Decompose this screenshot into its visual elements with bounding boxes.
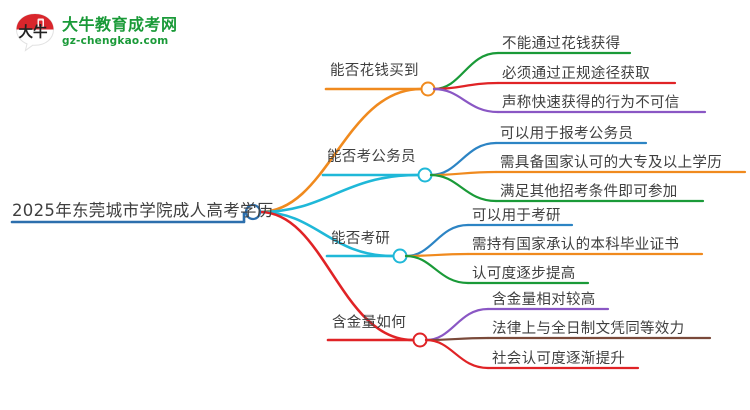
leaf-label-2-0[interactable]: 可以用于考研 xyxy=(472,208,561,224)
logo-text-glyph: 大牛 xyxy=(19,23,48,41)
branch-label-0[interactable]: 能否花钱买到 xyxy=(330,63,419,79)
branch-label-2[interactable]: 能否考研 xyxy=(331,231,391,247)
branch-label-1[interactable]: 能否考公务员 xyxy=(327,149,416,165)
leaf-label-3-2[interactable]: 社会认可度逐渐提升 xyxy=(492,351,626,367)
leaf-label-0-2[interactable]: 声称快速获得的行为不可信 xyxy=(502,95,680,111)
speech-bubble-logo-icon: 大牛 xyxy=(14,11,56,53)
leaf-label-0-0[interactable]: 不能通过花钱获得 xyxy=(502,36,621,52)
leaf-label-2-2[interactable]: 认可度逐步提高 xyxy=(472,266,576,282)
brand-name: 大牛教育成考网 xyxy=(62,15,178,35)
leaf-label-2-1[interactable]: 需持有国家承认的本科毕业证书 xyxy=(472,237,680,253)
brand-url: gz-chengkao.com xyxy=(62,34,169,47)
branch-label-3[interactable]: 含金量如何 xyxy=(332,315,406,331)
leaf-label-1-0[interactable]: 可以用于报考公务员 xyxy=(500,126,634,142)
leaf-label-3-1[interactable]: 法律上与全日制文凭同等效力 xyxy=(492,321,685,337)
root-node-label[interactable]: 2025年东莞城市学院成人高考学历 xyxy=(12,201,274,220)
site-watermark: 大牛 大牛教育成考网 gz-chengkao.com xyxy=(14,8,204,56)
brand-text-block: 大牛教育成考网 gz-chengkao.com xyxy=(62,15,178,47)
leaf-label-1-1[interactable]: 需具备国家认可的大专及以上学历 xyxy=(500,155,722,171)
leaf-label-3-0[interactable]: 含金量相对较高 xyxy=(492,292,596,308)
leaf-label-1-2[interactable]: 满足其他招考条件即可参加 xyxy=(500,184,678,200)
leaf-label-0-1[interactable]: 必须通过正规途径获取 xyxy=(502,66,650,82)
